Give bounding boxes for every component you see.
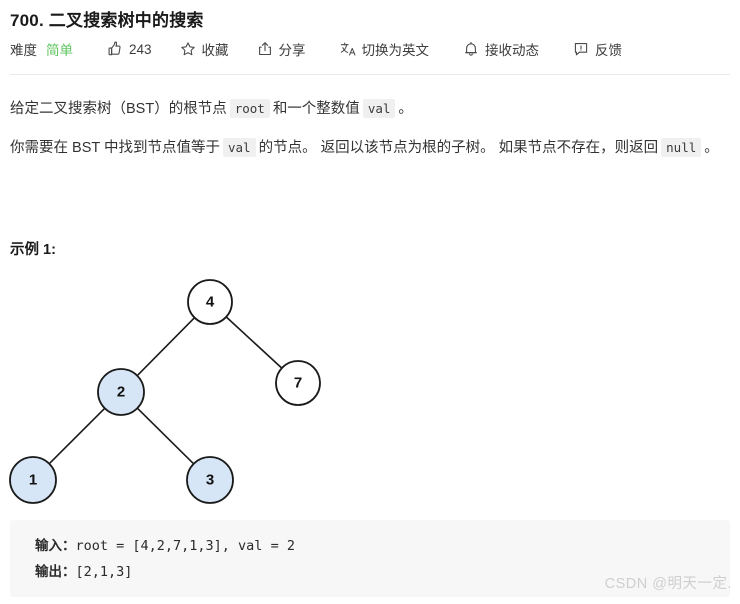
example-input-label: 输入： [35, 538, 76, 553]
bell-icon [463, 41, 479, 57]
like-count: 243 [129, 41, 152, 57]
subscribe-label: 接收动态 [485, 43, 540, 58]
paragraph-2-text-2: 的节点。 返回以该节点为根的子树。 如果节点不存在，则返回 [258, 140, 659, 156]
tree-edge [225, 316, 283, 369]
watermark: CSDN @明天一定. [604, 576, 732, 592]
paragraph-2-text-1: 你需要在 BST 中找到节点值等于 [10, 140, 220, 156]
difficulty-label: 难度 [10, 43, 37, 58]
binary-tree-diagram: 4 7 2 1 3 [0, 268, 400, 508]
feedback-button[interactable]: 反馈 [573, 39, 622, 59]
problem-toolbar: 难度 简单 243 收藏 [10, 37, 622, 61]
subscribe-button[interactable]: 接收动态 [463, 39, 539, 59]
tree-node-label: 4 [206, 294, 215, 311]
paragraph-2-text-3: 。 [704, 140, 719, 156]
example-output-value: [2,1,3] [75, 564, 133, 580]
difficulty-value: 简单 [46, 43, 73, 58]
inline-code-val: val [362, 99, 396, 118]
translate-button[interactable]: 切换为英文 [340, 39, 430, 59]
inline-code-null: null [661, 138, 702, 157]
feedback-label: 反馈 [595, 43, 623, 58]
tree-node-label: 1 [29, 472, 37, 489]
tree-node-label: 3 [206, 472, 214, 489]
page-title: 700. 二叉搜索树中的搜索 [10, 11, 204, 30]
tree-node-circle [9, 456, 57, 504]
tree-node: 2 [97, 368, 145, 416]
share-button[interactable]: 分享 [257, 39, 306, 59]
translate-label: 切换为英文 [361, 43, 430, 58]
paragraph-1-text-1: 给定二叉搜索树（BST）的根节点 [10, 101, 227, 117]
example-output-label: 输出： [35, 564, 76, 579]
tree-node: 1 [9, 456, 57, 504]
example-input-value: root = [4,2,7,1,3], val = 2 [75, 538, 295, 554]
favorite-label: 收藏 [201, 43, 229, 58]
tree-edge [48, 407, 106, 465]
example-output-line: 输出：[2,1,3] [35, 559, 730, 585]
example-heading: 示例 1: [10, 242, 56, 258]
tree-node-label: 2 [117, 384, 125, 401]
inline-code-root: root [229, 99, 270, 118]
share-icon [257, 41, 273, 57]
example-input-line: 输入：root = [4,2,7,1,3], val = 2 [35, 533, 730, 559]
star-icon [180, 41, 196, 57]
example-code-block: 输入：root = [4,2,7,1,3], val = 2 输出：[2,1,3… [10, 520, 730, 597]
paragraph-1-text-3: 。 [398, 101, 413, 117]
like-button[interactable]: 243 [107, 41, 152, 57]
difficulty-group: 难度 简单 [10, 37, 73, 61]
share-label: 分享 [278, 43, 306, 58]
favorite-button[interactable]: 收藏 [180, 39, 229, 59]
translate-icon [340, 41, 356, 57]
tree-node-label: 7 [294, 375, 302, 392]
paragraph-1-text-2: 和一个整数值 [272, 101, 360, 117]
tree-edge [136, 407, 195, 465]
tree-node-circle [187, 279, 233, 325]
thumbs-up-icon [107, 41, 123, 57]
tree-edge [136, 317, 196, 377]
feedback-icon [573, 41, 589, 57]
tree-node: 3 [186, 456, 234, 504]
inline-code-val-2: val [223, 138, 256, 157]
tree-node-circle [97, 368, 145, 416]
header-divider [10, 74, 730, 75]
tree-node: 7 [275, 360, 321, 406]
tree-node: 4 [187, 279, 233, 325]
tree-node-circle [186, 456, 234, 504]
tree-node-circle [275, 360, 321, 406]
